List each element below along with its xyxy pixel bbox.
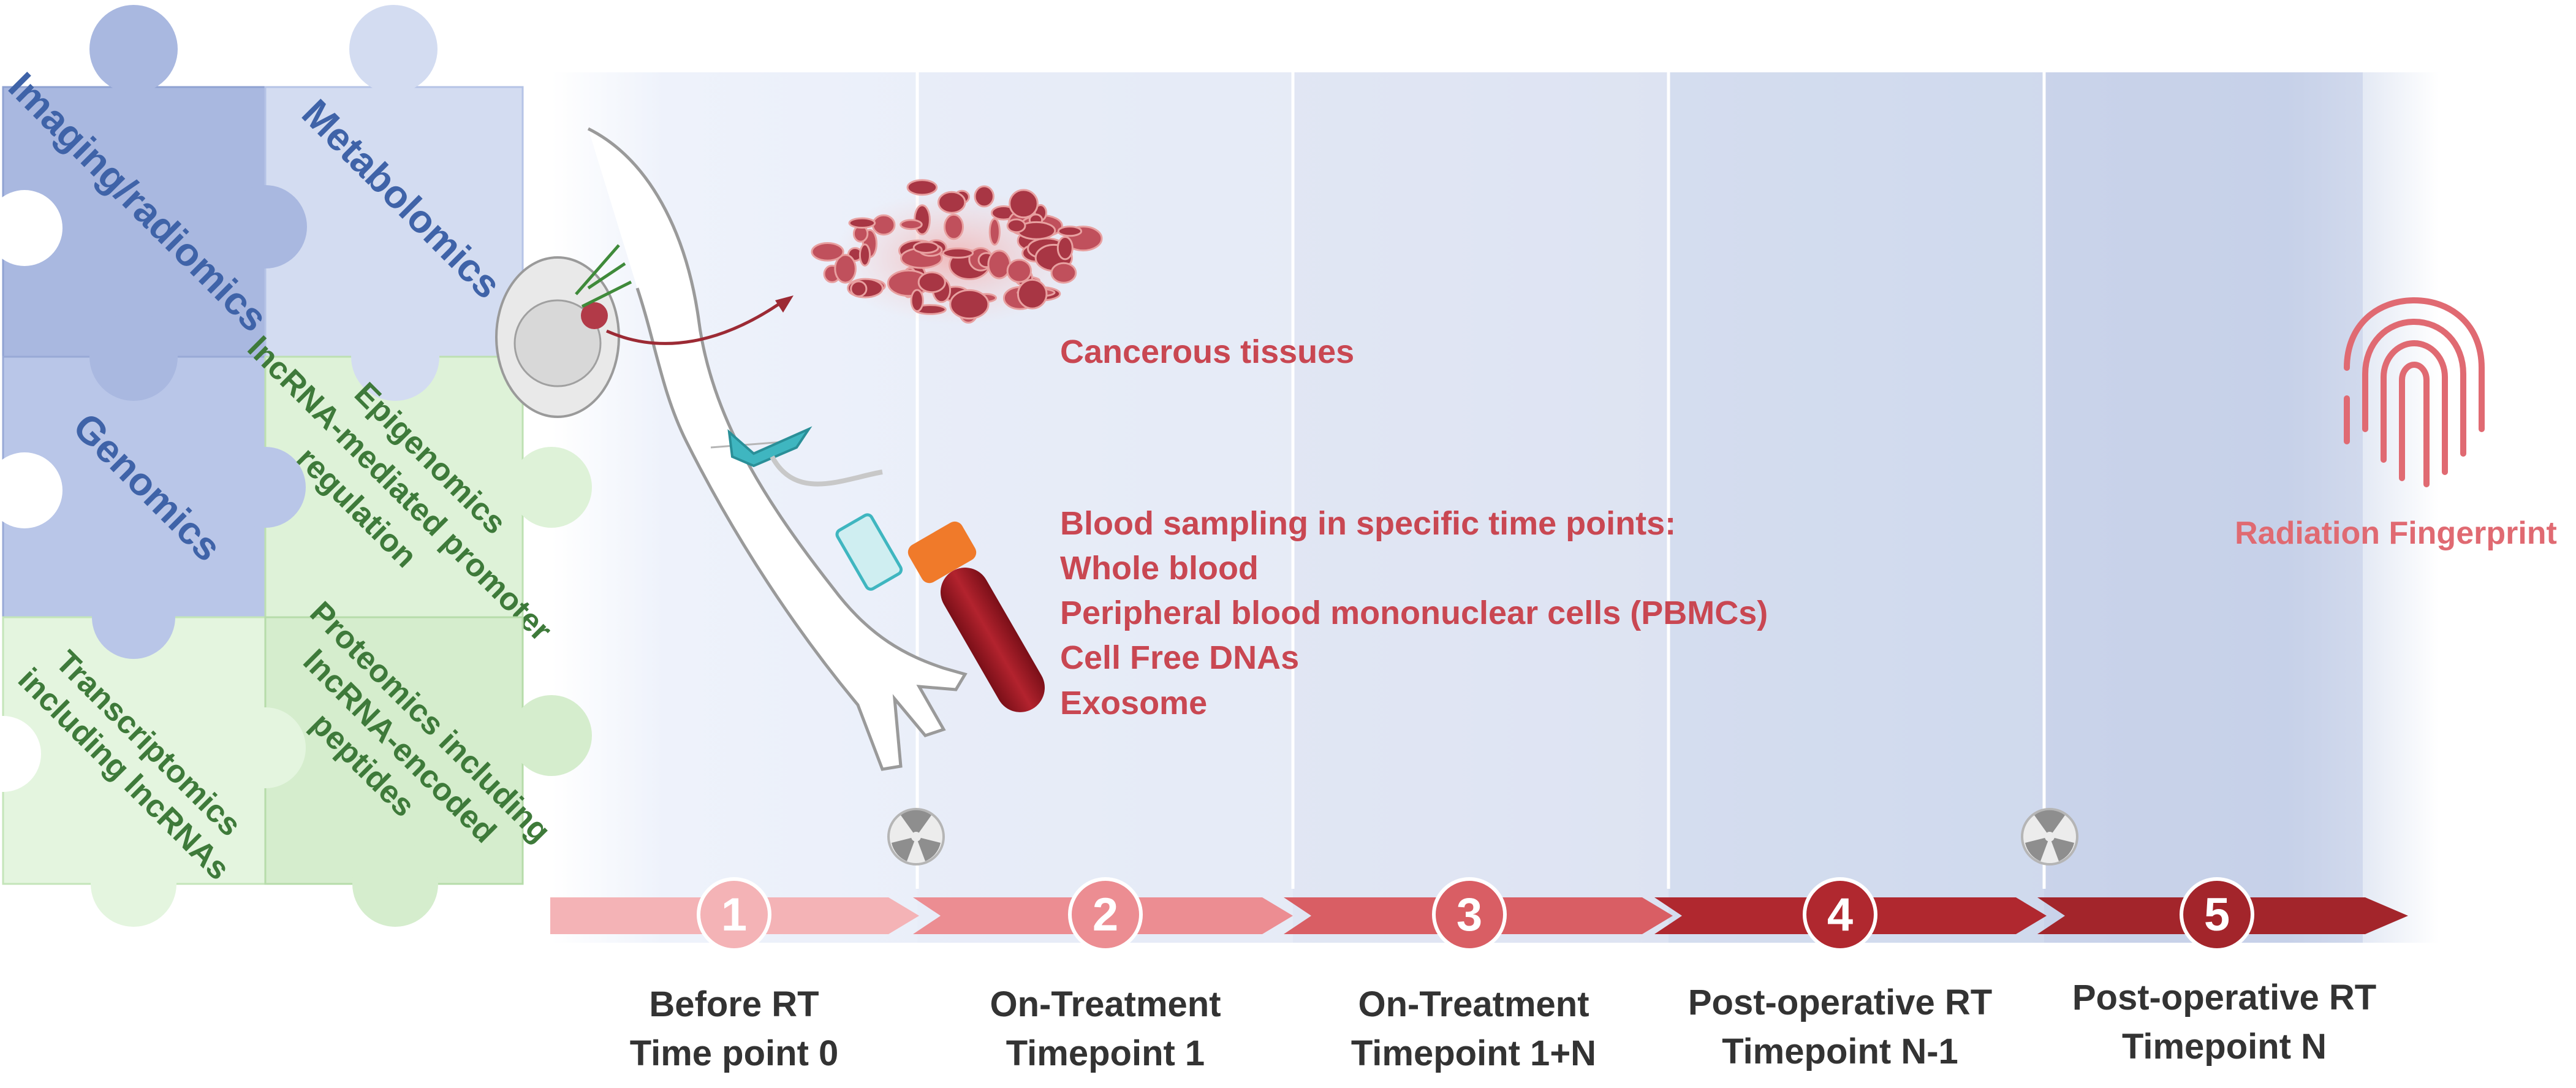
timeline-background	[551, 72, 2439, 943]
tissue-cell	[910, 289, 924, 313]
step-label-line1: Post-operative RT	[2072, 978, 2376, 1018]
tissue-cell	[1006, 218, 1026, 234]
fingerprint-icon	[2344, 297, 2485, 487]
tissue-cell	[1050, 262, 1077, 284]
step-badge	[1803, 877, 1877, 952]
tissue-cell	[988, 218, 1001, 246]
blood-sampling-title: Blood sampling in specific time points:	[1060, 505, 1676, 542]
tissue-cell	[858, 243, 871, 267]
timeline-step-1: 1 Before RT Time point 0	[630, 877, 839, 1073]
step-label-line2: Timepoint N-1	[1722, 1032, 1958, 1071]
blood-item: Whole blood	[1060, 550, 1259, 587]
butterfly-needle-icon	[727, 426, 813, 468]
step-label-line1: On-Treatment	[990, 984, 1221, 1024]
breast-illustration	[495, 244, 632, 418]
blood-item: Exosome	[1060, 685, 1207, 721]
step-number: 4	[1827, 889, 1853, 941]
step-label-line1: Before RT	[649, 984, 819, 1024]
timeline-step-4: 4 Post-operative RT Timepoint N-1	[1688, 877, 1992, 1071]
tissue-cell	[912, 241, 939, 254]
blood-sampling-list: Blood sampling in specific time points: …	[1060, 505, 1768, 721]
timeline-step-5: 5 Post-operative RT Timepoint N	[2072, 877, 2376, 1067]
tissue-arrow-head	[775, 295, 794, 313]
tissue-cell	[1006, 259, 1032, 283]
tissue-cell	[938, 191, 966, 214]
tissue-cell	[942, 247, 974, 259]
step-label-line2: Time point 0	[630, 1033, 839, 1073]
tissue-cell	[900, 219, 923, 230]
tissue-cell	[949, 289, 990, 320]
step-badge	[697, 877, 771, 952]
omics-puzzle: Imaging/radiomics Metabolomics Genomics …	[0, 5, 592, 927]
tissue-cell	[1056, 236, 1074, 261]
step-number: 2	[1093, 889, 1118, 941]
tumor-icon	[581, 302, 608, 329]
tissue-arrow	[605, 299, 786, 345]
tissue-cell	[850, 280, 868, 297]
step-number: 5	[2204, 889, 2230, 941]
tissue-cell	[987, 249, 1011, 280]
step-badge	[1432, 877, 1507, 952]
step-label-line1: Post-operative RT	[1688, 983, 1992, 1022]
radiation-icon	[2021, 808, 2078, 865]
puzzle-piece-imaging-radiomics: Imaging/radiomics	[0, 5, 276, 358]
blood-tube-icon	[835, 513, 1045, 712]
tissue-cell	[974, 185, 994, 208]
cancerous-tissue-illustration	[811, 179, 1103, 325]
tissue-cell	[1017, 278, 1048, 310]
step-label-line2: Timepoint 1+N	[1351, 1033, 1596, 1073]
tissue-cell	[848, 217, 876, 229]
tissue-cell	[1057, 226, 1083, 237]
radiation-icon	[887, 808, 945, 865]
blood-item: Cell Free DNAs	[1060, 639, 1299, 676]
puzzle-piece-proteomics: Proteomics including lncRNA-encoded pept…	[225, 595, 592, 927]
step-badge	[2180, 877, 2254, 952]
fingerprint-label: Radiation Fingerprint	[2235, 515, 2557, 551]
puzzle-piece-epigenomics: Epigenomics lncRNA-mediated promoter reg…	[225, 313, 592, 649]
step-label-line1: On-Treatment	[1358, 984, 1589, 1024]
step-badge	[1068, 877, 1143, 952]
step-label-line2: Timepoint 1	[1006, 1033, 1205, 1073]
step-number: 3	[1457, 889, 1482, 941]
tissue-cell	[917, 271, 946, 294]
tissue-cell	[871, 214, 896, 236]
arm-illustration	[587, 127, 968, 771]
puzzle-piece-metabolomics: Metabolomics	[224, 5, 524, 358]
tissue-cell	[811, 242, 844, 262]
timeline-step-2: 2 On-Treatment Timepoint 1	[990, 877, 1221, 1073]
step-label-line2: Timepoint N	[2122, 1027, 2327, 1067]
timeline-step-3: 3 On-Treatment Timepoint 1+N	[1351, 877, 1596, 1073]
step-number: 1	[721, 889, 747, 941]
tissue-cell	[906, 179, 938, 196]
tissue-cell	[1009, 189, 1039, 219]
tissue-cell	[944, 213, 964, 240]
blood-item: Peripheral blood mononuclear cells (PBMC…	[1060, 595, 1768, 631]
puzzle-piece-transcriptomics: Transcriptomics including lncRNAs	[0, 576, 267, 927]
tissue-cell	[834, 254, 857, 284]
tissue-label: Cancerous tissues	[1060, 333, 1354, 370]
